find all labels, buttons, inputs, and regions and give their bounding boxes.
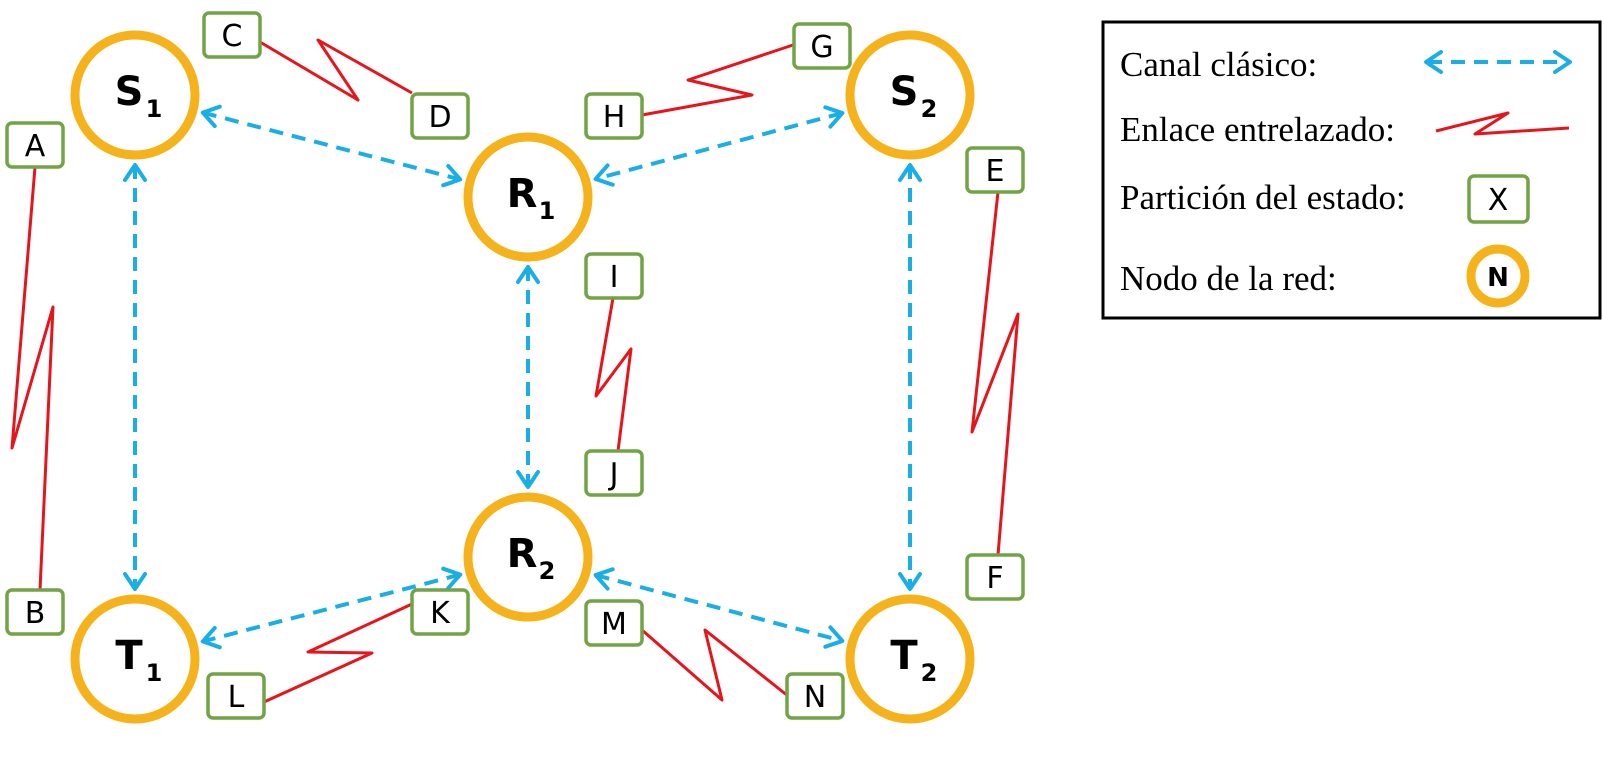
partition-label: H [603,100,626,135]
partition-l: L [206,672,266,720]
partition-label: L [228,680,245,715]
partition-j: J [584,449,644,497]
node-subscript: 2 [921,95,938,123]
partition-e: E [965,146,1025,194]
partition-label: J [608,457,619,492]
entangled-link-m-n [641,628,789,702]
channel-s1-r1 [200,104,463,188]
partition-label: N [804,680,826,715]
entangled-link-a-b [10,166,55,591]
partition-label: C [222,19,243,54]
classical-channels [123,104,922,650]
partition-a: A [5,121,65,169]
entangled-link-c-d [259,38,413,102]
legend-entangled-symbol [1435,111,1570,136]
channel-r2-t1 [200,566,463,650]
legend-classical-symbol [1424,50,1572,74]
svg-text:N: N [1487,263,1509,293]
node-label: R [507,531,538,577]
channel-s1-t1 [123,163,147,591]
partition-label: G [810,30,833,65]
channel-s2-r1 [593,105,845,187]
partition-m: M [584,599,644,647]
state-partitions: A B C D E F G H I J K L M N [5,11,1025,720]
node-subscript: 1 [146,95,163,123]
node-subscript: 1 [146,659,163,687]
entangled-link-i-j [594,297,633,452]
node-label: R [507,171,538,217]
entangled-links [10,38,1020,704]
entangled-link-k-l [263,602,413,704]
partition-b: B [5,588,65,636]
legend-classical-label: Canal clásico: [1120,45,1317,84]
partition-label: F [986,561,1003,596]
legend-entangled-label: Enlace entrelazado: [1120,110,1395,149]
node-subscript: 2 [921,659,938,687]
partition-label: M [601,607,627,642]
partition-label: I [610,260,619,295]
partition-label: E [986,154,1005,189]
entangled-link-g-h [641,42,797,117]
partition-c: C [202,11,262,59]
node-label: S [115,69,144,115]
partition-i: I [584,252,644,300]
node-label: T [115,633,143,679]
partition-label: B [25,596,46,631]
partition-h: H [584,92,644,140]
channel-r2-t2 [593,567,845,649]
partition-label: K [430,596,451,631]
channel-s2-t2 [898,163,922,591]
entangled-link-e-f [970,191,1020,556]
partition-label: D [428,100,451,135]
partition-label: A [25,129,46,164]
node-subscript: 1 [539,197,556,225]
svg-text:X: X [1488,183,1509,218]
channel-r1-r2 [516,265,540,489]
node-label: T [890,633,918,679]
legend-partition-label: Partición del estado: [1120,178,1406,217]
legend-node-symbol: N [1466,244,1530,308]
partition-d: D [410,92,470,140]
partition-n: N [785,672,845,720]
legend-node-label: Nodo de la red: [1120,259,1337,298]
partition-f: F [965,553,1025,601]
node-subscript: 2 [539,557,556,585]
node-label: S [890,69,919,115]
legend: Canal clásico: Enlace entrelazado: Parti… [1101,20,1602,320]
legend-partition-symbol: X [1467,174,1530,224]
partition-k: K [410,588,470,636]
partition-g: G [792,22,852,70]
